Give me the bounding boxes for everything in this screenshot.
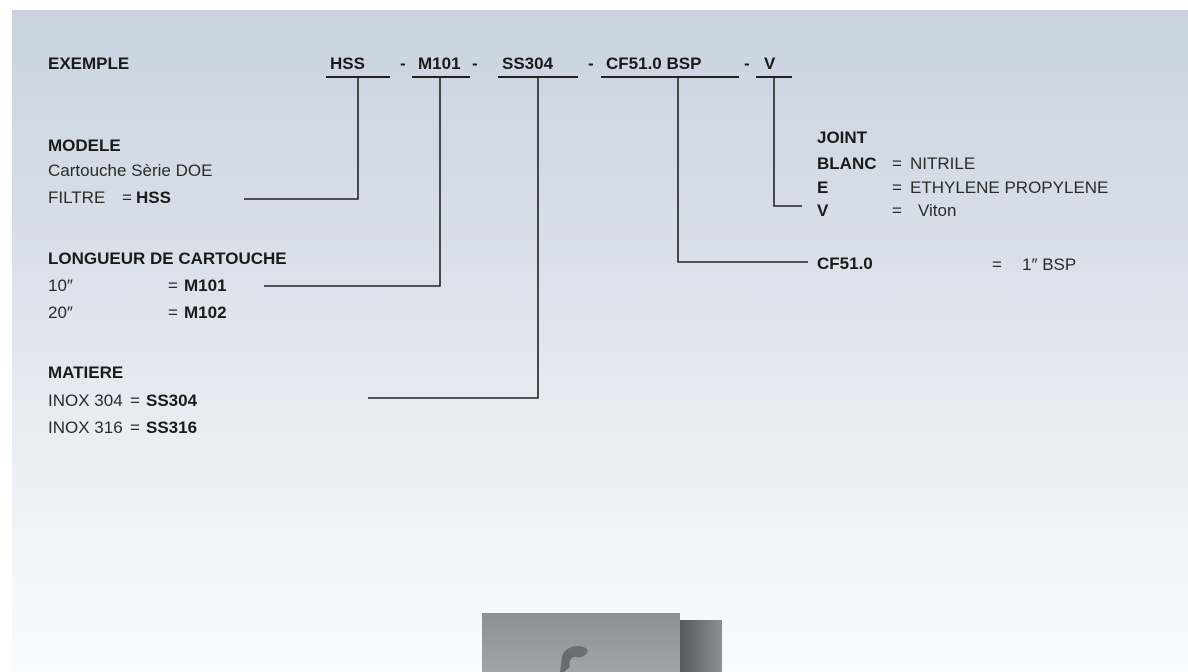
- joint-value-v: Viton: [918, 201, 957, 220]
- longueur-size-10: 10″: [48, 276, 73, 295]
- example-code-ss304: SS304: [502, 54, 554, 73]
- matiere-heading: MATIERE: [48, 363, 124, 382]
- longueur-code-m102: M102: [184, 303, 227, 322]
- diagram-canvas: EXEMPLE HSS - M101 - SS304 - CF51.0 BSP …: [12, 10, 1188, 672]
- underline-m101: [412, 76, 470, 78]
- joint-code-blanc: BLANC: [817, 154, 877, 173]
- example-sep-1: -: [400, 54, 406, 73]
- modele-filtre-code: HSS: [136, 188, 171, 207]
- matiere-label-304: INOX 304: [48, 391, 123, 410]
- longueur-size-20: 20″: [48, 303, 73, 322]
- example-label: EXEMPLE: [48, 54, 130, 73]
- matiere-code-ss316: SS316: [146, 418, 198, 437]
- example-code-m101: M101: [418, 54, 461, 73]
- product-photo-edge: [680, 620, 722, 672]
- joint-eq-e: =: [892, 178, 902, 197]
- matiere-eq-316: =: [130, 418, 140, 437]
- connector-hss: [244, 77, 359, 200]
- modele-eq: =: [122, 188, 132, 207]
- example-code-hss: HSS: [330, 54, 365, 73]
- joint-heading: JOINT: [817, 128, 868, 147]
- underline-cf510-bsp: [601, 76, 739, 78]
- connection-value: 1″ BSP: [1022, 255, 1077, 274]
- connection-eq: =: [992, 255, 1002, 274]
- connector-cf51: [677, 77, 808, 263]
- connection-code: CF51.0: [817, 254, 873, 273]
- modele-heading: MODELE: [48, 136, 121, 155]
- joint-code-v: V: [817, 201, 829, 220]
- example-code-v: V: [764, 54, 776, 73]
- connector-m101: [264, 77, 441, 287]
- joint-eq-v: =: [892, 201, 902, 220]
- longueur-eq-20: =: [168, 303, 178, 322]
- valve-handle-icon: [560, 646, 588, 672]
- example-code-cf510-bsp: CF51.0 BSP: [606, 54, 702, 73]
- joint-code-e: E: [817, 178, 829, 197]
- joint-value-blanc: NITRILE: [910, 154, 976, 173]
- modele-line1: Cartouche Sèrie DOE: [48, 161, 213, 180]
- joint-value-e: ETHYLENE PROPYLENE: [910, 178, 1109, 197]
- example-sep-2: -: [472, 54, 478, 73]
- longueur-code-m101: M101: [184, 276, 227, 295]
- example-sep-3: -: [588, 54, 594, 73]
- longueur-eq-10: =: [168, 276, 178, 295]
- matiere-label-316: INOX 316: [48, 418, 123, 437]
- joint-eq-blanc: =: [892, 154, 902, 173]
- matiere-code-ss304: SS304: [146, 391, 198, 410]
- connector-lines: [244, 77, 808, 399]
- longueur-heading: LONGUEUR DE CARTOUCHE: [48, 249, 287, 268]
- connector-ss304: [368, 77, 539, 399]
- product-photo: [482, 613, 680, 672]
- example-sep-4: -: [744, 54, 750, 73]
- connector-v: [773, 77, 802, 207]
- modele-filtre-label: FILTRE: [48, 188, 106, 207]
- matiere-eq-304: =: [130, 391, 140, 410]
